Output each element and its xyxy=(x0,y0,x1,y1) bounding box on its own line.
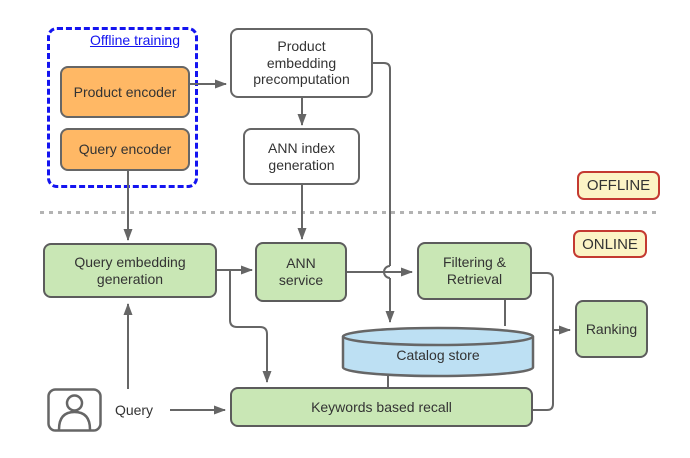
node-query-embedding-generation: Query embedding generation xyxy=(43,243,217,298)
edge-filtering-to-junction xyxy=(532,272,554,330)
node-label: Filtering & Retrieval xyxy=(442,254,507,287)
edge-precompute-to-catalog-top xyxy=(373,62,391,266)
badge-label: ONLINE xyxy=(582,235,638,253)
node-label: Product encoder xyxy=(73,83,177,100)
node-ann-service: ANN service xyxy=(255,242,347,302)
node-product-embedding-precomputation: Product embedding precomputation xyxy=(230,28,373,98)
offline-online-divider xyxy=(40,211,657,214)
node-filtering-retrieval: Filtering & Retrieval xyxy=(417,242,532,300)
node-product-encoder: Product encoder xyxy=(60,66,190,118)
offline-badge: OFFLINE xyxy=(577,171,660,200)
node-label: Query encoder xyxy=(78,141,172,158)
node-label: Query embedding generation xyxy=(74,253,186,287)
edge-keywords-to-junction xyxy=(533,330,554,411)
node-query-encoder: Query encoder xyxy=(60,128,190,171)
user-icon xyxy=(47,388,102,432)
offline-training-link[interactable]: Offline training xyxy=(89,32,180,48)
catalog-store-cylinder xyxy=(341,326,535,378)
query-actor-label: Query xyxy=(114,402,154,418)
node-label: Ranking xyxy=(585,320,638,337)
node-label: Keywords based recall xyxy=(311,398,452,415)
node-keywords-based-recall: Keywords based recall xyxy=(230,387,533,427)
node-label: ANN service xyxy=(278,255,324,288)
node-ann-index-generation: ANN index generation xyxy=(243,128,360,185)
node-label: ANN index generation xyxy=(268,139,335,173)
node-label: Product embedding precomputation xyxy=(253,37,350,88)
online-badge: ONLINE xyxy=(573,230,647,258)
offline-training-group xyxy=(47,27,198,188)
badge-label: OFFLINE xyxy=(586,177,651,194)
catalog-store-label: Catalog store xyxy=(396,347,480,363)
edge-line-jump xyxy=(383,265,391,279)
node-ranking: Ranking xyxy=(575,300,648,358)
